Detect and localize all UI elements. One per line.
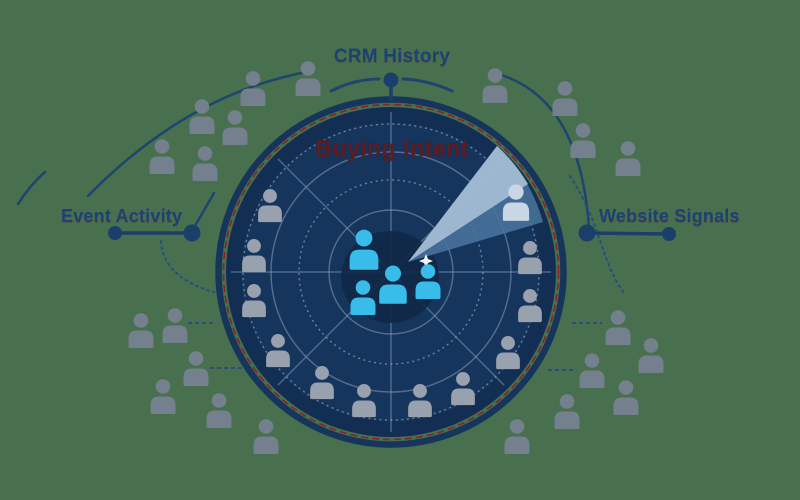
prospect-icon [415, 264, 441, 299]
person-icon [496, 336, 520, 370]
person-icon [162, 308, 188, 343]
person-icon [189, 99, 215, 134]
beam-light-band [408, 146, 528, 262]
person-icon [242, 284, 266, 318]
person-icon [258, 189, 282, 223]
person-icon [638, 338, 664, 373]
swoosh-left-of-crm-node [329, 77, 381, 93]
center-prospects-group [349, 229, 441, 315]
person-icon [352, 384, 376, 418]
person-icon [206, 393, 232, 428]
callout-lines [108, 72, 676, 242]
person-icon [242, 239, 266, 273]
person-icon [605, 310, 631, 345]
website-line [586, 231, 670, 236]
person-icon [451, 372, 475, 406]
dotted-orbit-arcs [160, 175, 625, 294]
person-icon [192, 146, 218, 181]
people-outside-radar [128, 61, 664, 454]
person-icon [150, 379, 176, 414]
diagram-title: Buying Intent [315, 135, 469, 161]
beam-tip-sparkle [419, 254, 433, 268]
event-node-outer [108, 226, 122, 240]
website-node-outer [662, 227, 676, 241]
prospect-icon [349, 229, 379, 270]
dashed-connectors [188, 322, 602, 371]
person-icon [240, 71, 266, 106]
person-icon [128, 313, 154, 348]
label-event-activity: Event Activity [61, 206, 183, 226]
person-icon [554, 394, 580, 429]
red-dashed-ring [222, 103, 560, 441]
person-icon [552, 81, 578, 116]
person-icon [579, 353, 605, 388]
crm-node-dot [383, 72, 399, 88]
person-icon [570, 123, 596, 158]
person-icon [183, 351, 209, 386]
person-icon [266, 334, 290, 368]
person-icon [310, 366, 334, 400]
swoosh-right-of-crm-node [401, 77, 454, 93]
event-node-inner [183, 224, 201, 242]
person-icon [253, 419, 279, 454]
highlighted-person-icon [502, 184, 530, 221]
person-icon [613, 380, 639, 415]
arc-far-left [16, 170, 47, 206]
person-icon [482, 68, 508, 103]
arc-top-right [496, 72, 591, 230]
person-icon [615, 141, 641, 176]
person-icon [222, 110, 248, 145]
highlighted-person-group [502, 184, 530, 221]
website-node-inner [578, 224, 596, 242]
person-icon [149, 139, 175, 174]
label-website-signals: Website Signals [599, 206, 740, 226]
radar-beam [408, 146, 543, 268]
prospect-icon [379, 265, 407, 304]
label-crm-history: CRM History [333, 46, 451, 67]
person-icon [518, 241, 542, 275]
arc-top-left [86, 69, 314, 198]
diagonal-from-event-node [190, 191, 216, 233]
person-icon [504, 419, 530, 454]
dotted-arc-right [569, 175, 625, 294]
connector-arcs [16, 69, 591, 233]
person-icon [295, 61, 321, 96]
person-icon [518, 289, 542, 323]
people-inside-radar [242, 189, 542, 418]
person-icon [408, 384, 432, 418]
dotted-arc-left [160, 240, 215, 293]
prospect-icon [350, 280, 376, 315]
